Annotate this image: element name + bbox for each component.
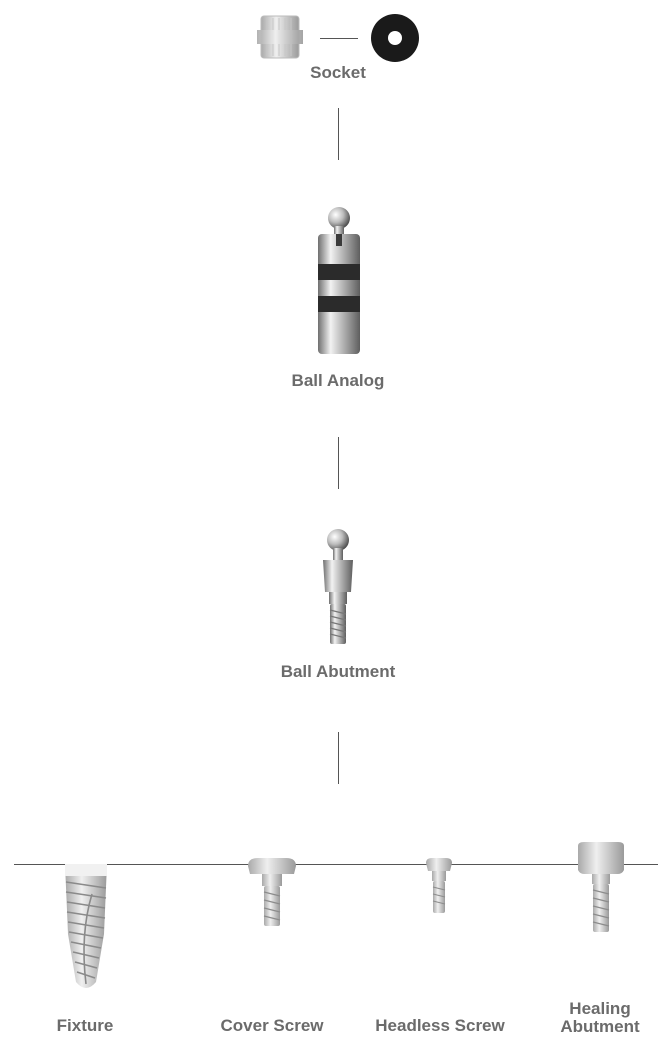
cover-screw-label: Cover Screw (205, 1017, 339, 1035)
connector-line-2 (338, 437, 339, 489)
fixture-icon (62, 864, 110, 994)
ball-analog-icon (310, 206, 368, 358)
gingiva-line (14, 864, 658, 865)
o-ring-icon (369, 12, 421, 64)
socket-label: Socket (288, 64, 388, 82)
connector-line-1 (338, 108, 339, 160)
ball-abutment-label: Ball Abutment (258, 663, 418, 681)
connector-line-3 (338, 732, 339, 784)
fixture-label: Fixture (40, 1017, 130, 1035)
healing-abutment-label-line2: Abutment (548, 1018, 652, 1036)
cover-screw-icon (244, 856, 300, 930)
headless-screw-icon (422, 857, 456, 915)
socket-cap-icon (255, 14, 305, 60)
healing-abutment-icon (574, 840, 628, 936)
ball-analog-label: Ball Analog (268, 372, 408, 390)
ball-abutment-icon (313, 528, 363, 650)
socket-connector-line (320, 38, 358, 39)
healing-abutment-label-line1: Healing (548, 1000, 652, 1018)
healing-abutment-label: Healing Abutment (548, 1000, 652, 1036)
headless-screw-label: Headless Screw (366, 1017, 514, 1035)
